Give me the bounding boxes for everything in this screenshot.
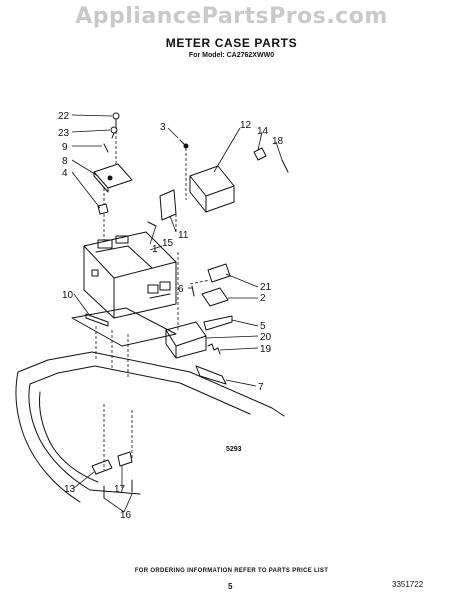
callout-4: 4 bbox=[62, 168, 68, 179]
callout-17: 17 bbox=[114, 484, 126, 495]
assembly-lines bbox=[95, 126, 211, 470]
screw-15 bbox=[147, 221, 157, 227]
coin-box bbox=[165, 321, 207, 359]
callout-6: 6 bbox=[178, 284, 184, 295]
cabinet-top-frame bbox=[15, 351, 285, 503]
ordering-note: FOR ORDERING INFORMATION REFER TO PARTS … bbox=[134, 568, 329, 574]
left-bracket bbox=[85, 313, 109, 327]
base-plate bbox=[71, 307, 177, 347]
callout-16: 16 bbox=[120, 510, 132, 521]
callout-23: 23 bbox=[58, 128, 70, 139]
callout-8: 8 bbox=[62, 156, 68, 167]
callout-12: 12 bbox=[240, 120, 252, 131]
clip bbox=[97, 203, 109, 215]
callout-18: 18 bbox=[272, 136, 284, 147]
site-watermark: AppliancePartsPros.com bbox=[75, 4, 388, 29]
callout-7: 7 bbox=[258, 382, 264, 393]
timer-unit bbox=[189, 165, 235, 213]
leader-lines bbox=[71, 114, 283, 513]
top-cover bbox=[93, 163, 133, 189]
meter-case-body bbox=[83, 231, 177, 319]
screw-6 bbox=[191, 285, 195, 297]
callout-19: 19 bbox=[260, 344, 272, 355]
callout-13: 13 bbox=[64, 484, 76, 495]
callout-11: 11 bbox=[178, 230, 189, 241]
document-number: 3351722 bbox=[392, 580, 424, 589]
switch-housing bbox=[201, 287, 229, 307]
callout-14: 14 bbox=[257, 126, 269, 137]
page-title: METER CASE PARTS bbox=[165, 36, 298, 50]
screw-9 bbox=[103, 143, 109, 153]
spring bbox=[207, 343, 221, 355]
timer-bracket bbox=[159, 189, 177, 221]
callout-15: 15 bbox=[162, 238, 174, 249]
page-number: 5 bbox=[228, 582, 233, 591]
callout-2: 2 bbox=[260, 293, 266, 304]
screw-18 bbox=[281, 159, 289, 173]
callout-21: 21 bbox=[260, 282, 272, 293]
knob bbox=[112, 112, 120, 120]
callout-5: 5 bbox=[260, 321, 266, 332]
coin-bracket bbox=[203, 315, 233, 331]
callout-10: 10 bbox=[62, 290, 74, 301]
callout-9: 9 bbox=[62, 142, 68, 153]
hinge-13 bbox=[91, 459, 113, 475]
callout-20: 20 bbox=[260, 332, 272, 343]
callout-1: 1 bbox=[152, 244, 158, 255]
model-subtitle: For Model: CA2762XWW0 bbox=[188, 52, 275, 59]
callout-22: 22 bbox=[58, 111, 70, 122]
switch bbox=[207, 263, 231, 283]
timer-knob bbox=[253, 147, 267, 161]
callout-3: 3 bbox=[160, 122, 166, 133]
hinge-17 bbox=[117, 451, 133, 467]
diagram-code: 5293 bbox=[226, 446, 242, 453]
strap bbox=[195, 365, 227, 385]
